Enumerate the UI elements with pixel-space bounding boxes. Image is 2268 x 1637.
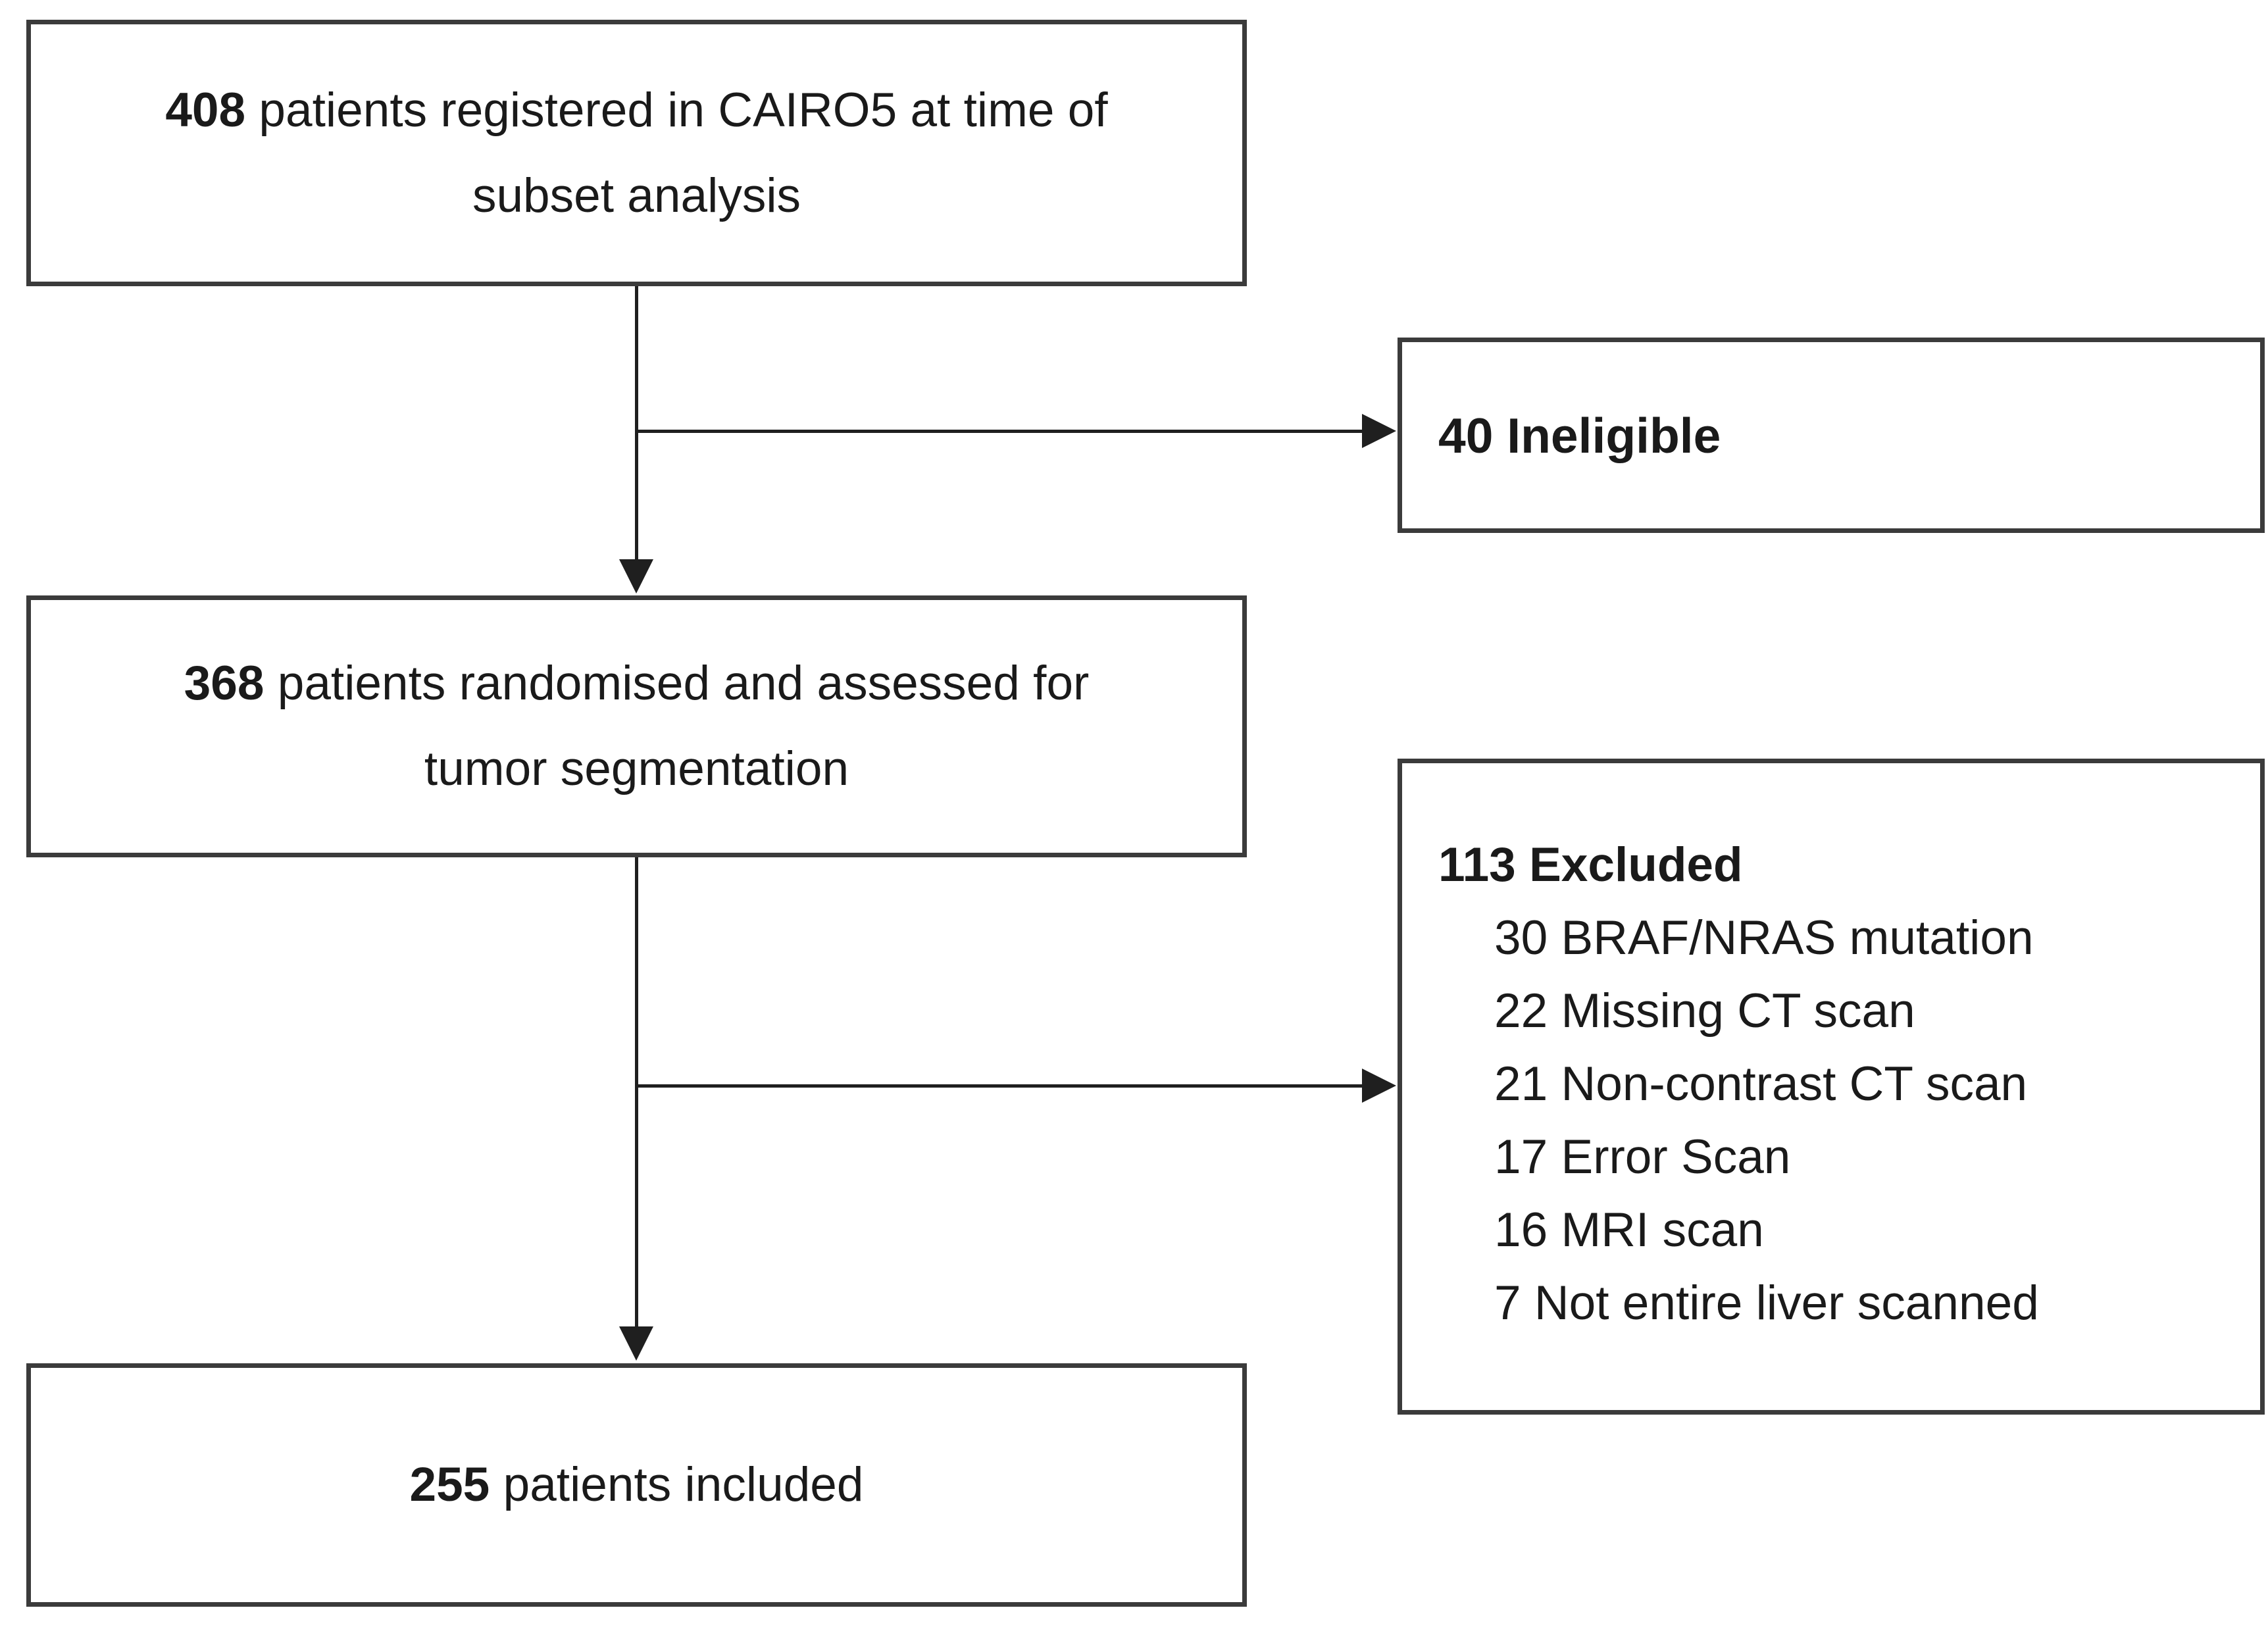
box-ineligible: 40 Ineligible — [1398, 338, 2265, 533]
registered-line-1: 408 patients registered in CAIRO5 at tim… — [165, 68, 1107, 153]
excluded-item-label: Missing CT scan — [1561, 984, 1915, 1038]
randomised-line-1: 368 patients randomised and assessed for — [184, 641, 1090, 726]
excluded-item-count: 30 — [1494, 911, 1548, 965]
ineligible-text: 40 Ineligible — [1438, 407, 1721, 464]
right-arrowhead-excluded — [1362, 1069, 1396, 1103]
ineligible-label: Ineligible — [1507, 407, 1721, 463]
excluded-label: Excluded — [1529, 838, 1743, 892]
excluded-item: 21 Non-contrast CT scan — [1438, 1048, 2240, 1121]
excluded-item-label: Error Scan — [1561, 1130, 1791, 1184]
excluded-item: 22 Missing CT scan — [1438, 975, 2240, 1048]
box-registered: 408 patients registered in CAIRO5 at tim… — [26, 20, 1247, 286]
excluded-item-count: 22 — [1494, 984, 1548, 1038]
registered-line-2: subset analysis — [472, 168, 801, 222]
box-included: 255 patients included — [26, 1363, 1247, 1607]
randomised-line-2: tumor segmentation — [424, 742, 849, 795]
excluded-item: 30 BRAF/NRAS mutation — [1438, 902, 2240, 975]
down-arrowhead-randomised — [619, 559, 653, 593]
box-excluded: 113 Excluded 30 BRAF/NRAS mutation 22 Mi… — [1398, 759, 2265, 1415]
right-arrowhead-ineligible — [1362, 414, 1396, 448]
excluded-item: 17 Error Scan — [1438, 1121, 2240, 1194]
excluded-count: 113 — [1438, 838, 1516, 892]
connector-randomised-to-included — [635, 857, 638, 1328]
excluded-item-label: BRAF/NRAS mutation — [1561, 911, 2034, 965]
excluded-heading: 113 Excluded — [1438, 829, 2240, 902]
randomised-count: 368 — [184, 657, 265, 711]
excluded-item-count: 17 — [1494, 1130, 1548, 1184]
box-randomised-text: 368 patients randomised and assessed for… — [184, 641, 1090, 812]
connector-to-excluded — [636, 1084, 1362, 1088]
down-arrowhead-included — [619, 1326, 653, 1361]
excluded-item-count: 16 — [1494, 1203, 1548, 1257]
registered-count: 408 — [165, 83, 246, 137]
excluded-item: 16 MRI scan — [1438, 1194, 2240, 1267]
box-randomised: 368 patients randomised and assessed for… — [26, 595, 1247, 857]
box-registered-text: 408 patients registered in CAIRO5 at tim… — [165, 68, 1107, 239]
ineligible-count: 40 — [1438, 407, 1494, 463]
included-label: patients included — [503, 1458, 864, 1512]
connector-registered-to-randomised — [635, 286, 638, 563]
excluded-item-label: Non-contrast CT scan — [1561, 1057, 2028, 1111]
excluded-item-label: MRI scan — [1561, 1203, 1764, 1257]
included-count: 255 — [409, 1458, 490, 1512]
randomised-label-1: patients randomised and assessed for — [277, 657, 1090, 711]
excluded-item-count: 7 — [1494, 1276, 1521, 1330]
registered-label-1: patients registered in CAIRO5 at time of — [259, 83, 1108, 137]
excluded-item-label: Not entire liver scanned — [1534, 1276, 2039, 1330]
excluded-item: 7 Not entire liver scanned — [1438, 1267, 2240, 1340]
excluded-item-count: 21 — [1494, 1057, 1548, 1111]
connector-to-ineligible — [636, 430, 1362, 433]
included-text: 255 patients included — [409, 1442, 863, 1528]
